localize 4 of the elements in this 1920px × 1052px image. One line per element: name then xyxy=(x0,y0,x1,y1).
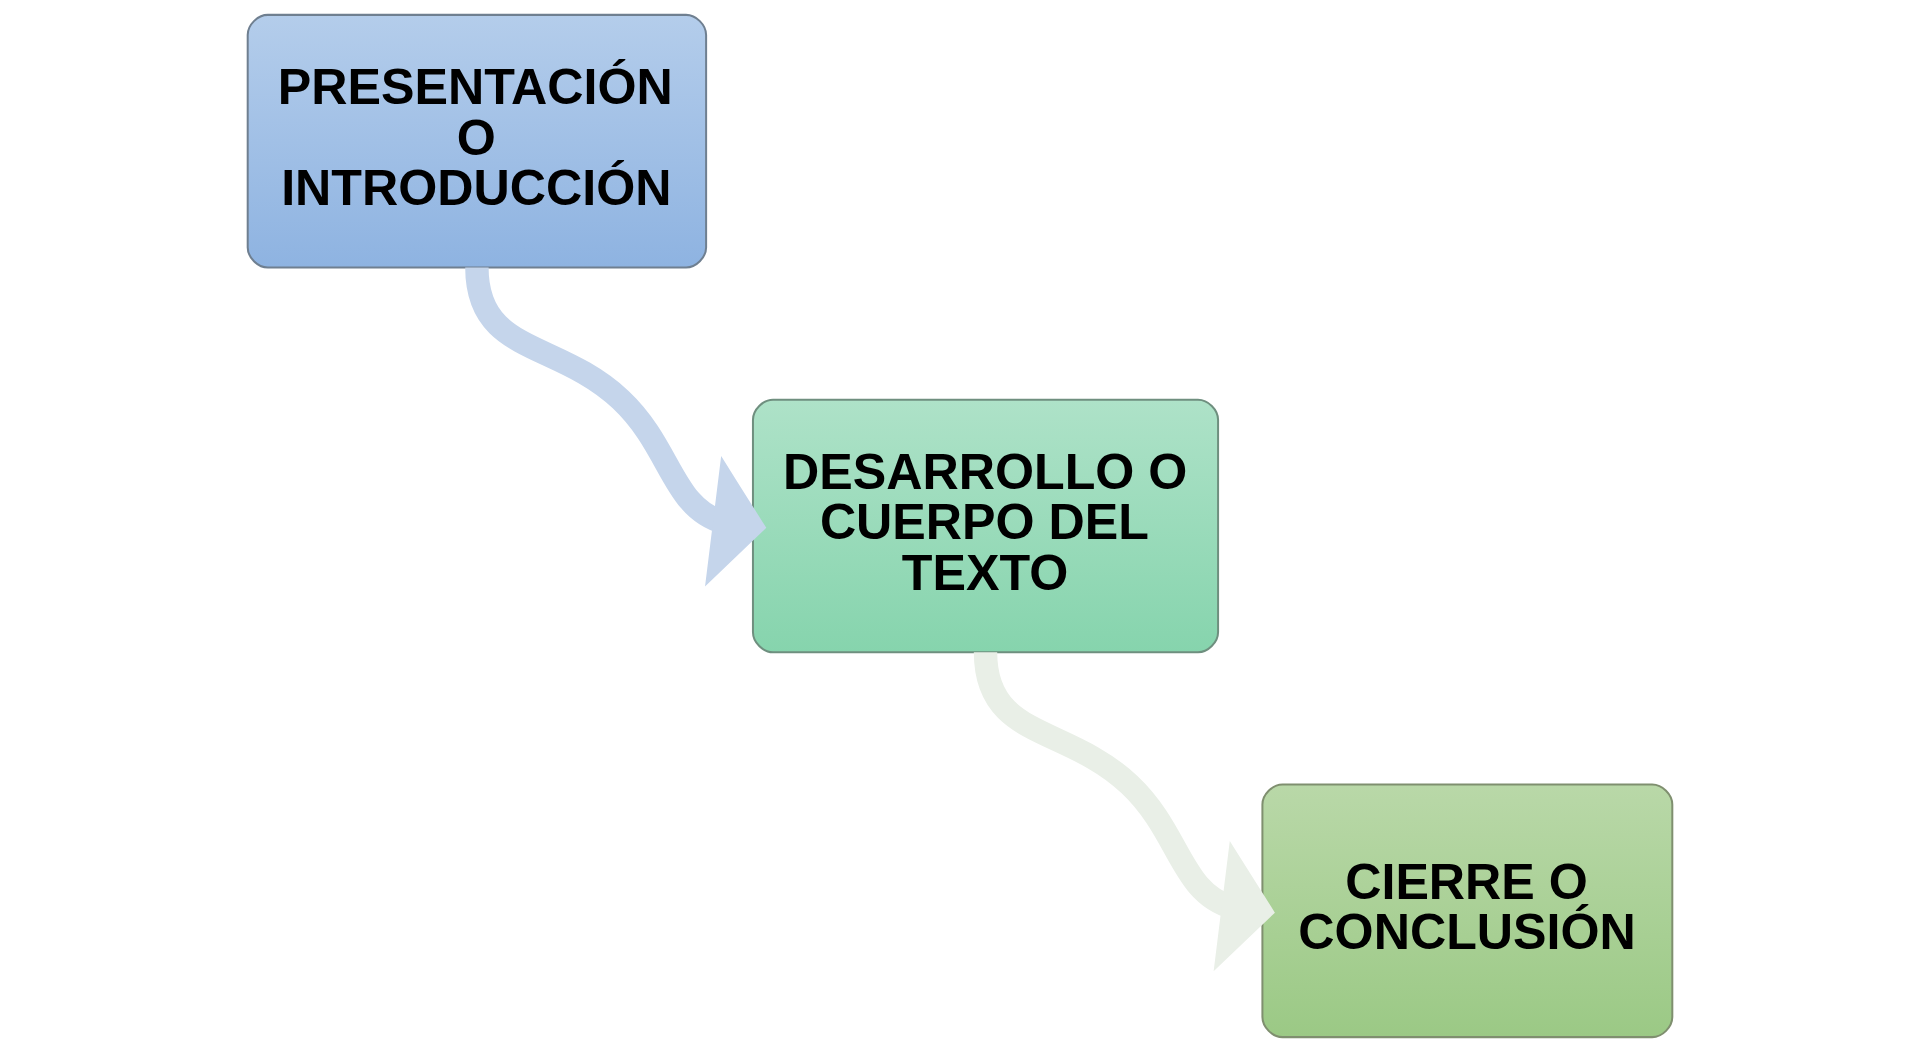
node-box: DESARROLLO O CUERPO DEL TEXTO xyxy=(751,398,1220,654)
arrow xyxy=(973,651,1275,972)
node-box: PRESENTACIÓN O INTRODUCCIÓN xyxy=(246,13,708,269)
node-box: CIERRE O CONCLUSIÓN xyxy=(1261,783,1674,1039)
